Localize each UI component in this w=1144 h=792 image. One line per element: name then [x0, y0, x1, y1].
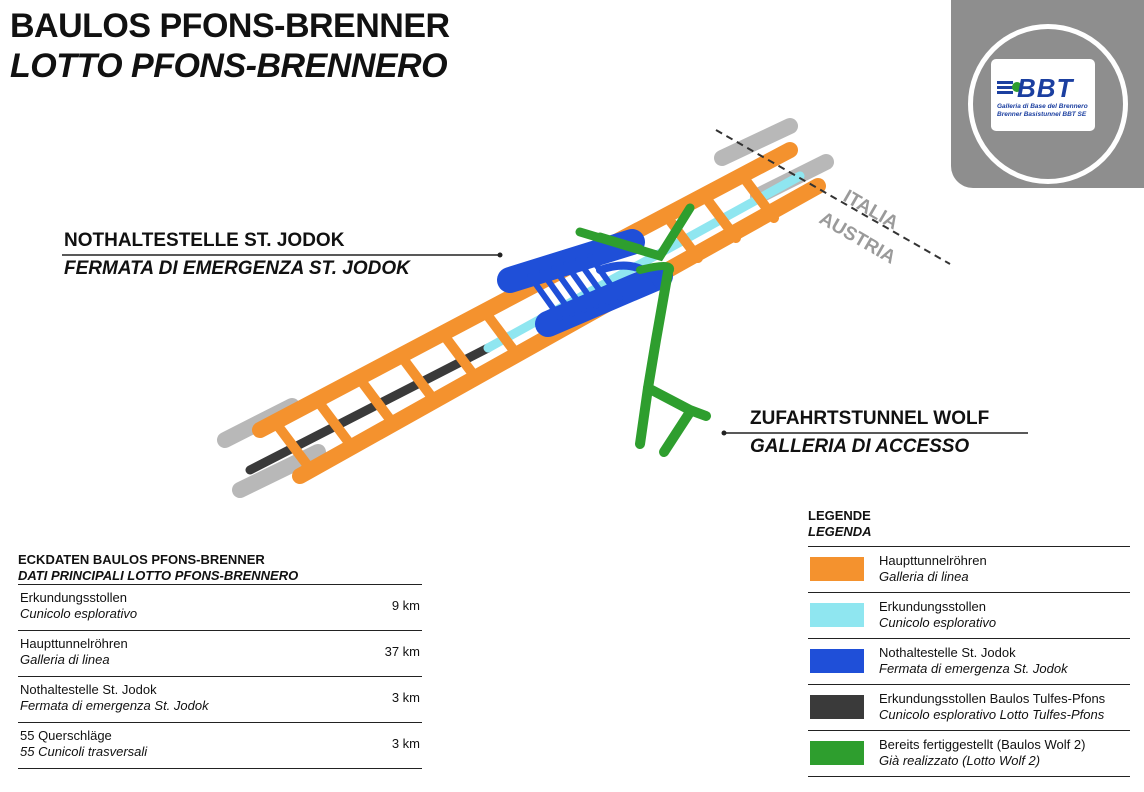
row-value: 3 km: [391, 736, 420, 751]
table-bottom-rule: [18, 768, 422, 769]
legend-label-german: Erkundungsstollen: [879, 599, 986, 614]
legend-label-italian: Cunicolo esplorativo: [879, 615, 997, 630]
access-tunnel-wolf: [575, 203, 711, 457]
logo-subtitle-line1: Galleria di Base del Brennero: [997, 103, 1088, 110]
key-data-heading-italian: DATI PRINCIPALI LOTTO PFONS-BRENNERO: [18, 568, 299, 583]
key-data-heading-german: ECKDATEN BAULOS PFONS-BRENNER: [18, 552, 265, 567]
callout-access-tunnel: ZUFAHRTSTUNNEL WOLF GALLERIA DI ACCESSO: [750, 405, 989, 461]
emergency-station: [497, 229, 673, 337]
legend-swatch-tulfes-pfons: [810, 695, 864, 719]
legend-heading-german: LEGENDE: [808, 508, 871, 523]
row-label-german: Erkundungsstollen: [20, 590, 127, 605]
logo-brand: BBT: [1017, 73, 1074, 103]
legend-label-italian: Cunicolo esplorativo Lotto Tulfes-Pfons: [879, 707, 1105, 722]
row-label-german: 55 Querschläge: [20, 728, 112, 743]
legend-label-german: Erkundungsstollen Baulos Tulfes-Pfons: [879, 691, 1106, 706]
title-german: BAULOS PFONS-BRENNER: [10, 7, 450, 45]
row-label-italian: Fermata di emergenza St. Jodok: [20, 698, 209, 713]
row-label-italian: Cunicolo esplorativo: [20, 606, 138, 621]
row-value: 9 km: [391, 598, 420, 613]
station-leader-dot: [497, 252, 503, 258]
legend-label-german: Bereits fertiggestellt (Baulos Wolf 2): [879, 737, 1086, 752]
tunnel-diagram: ITALIA AUSTRIA: [62, 118, 1028, 498]
callout-emergency-station: NOTHALTESTELLE ST. JODOK FERMATA DI EMER…: [64, 227, 410, 283]
callout-access-italian: GALLERIA DI ACCESSO: [750, 436, 970, 457]
key-data-heading: ECKDATEN BAULOS PFONS-BRENNER DATI PRINC…: [18, 552, 422, 584]
row-label-italian: 55 Cunicoli trasversali: [20, 744, 148, 759]
logo-panel: BBT Galleria di Base del Brennero Brenne…: [951, 0, 1144, 188]
title-italian: LOTTO PFONS-BRENNERO: [10, 47, 448, 85]
legend-swatch-emergency-station: [810, 649, 864, 673]
legend-bottom-rule: [808, 776, 1130, 777]
row-value: 3 km: [391, 690, 420, 705]
legend-swatch-exploratory-tunnel: [810, 603, 864, 627]
row-label-german: Haupttunnelröhren: [20, 636, 128, 651]
legend-label-italian: Già realizzato (Lotto Wolf 2): [879, 753, 1041, 768]
logo-subtitle-line2: Brenner Basistunnel BBT SE: [997, 111, 1087, 118]
legend-label-italian: Galleria di linea: [879, 569, 969, 584]
access-leader-dot: [721, 430, 727, 436]
page-title: BAULOS PFONS-BRENNER LOTTO PFONS-BRENNER…: [10, 6, 450, 86]
main-tunnels: [252, 142, 826, 484]
bbt-logo: BBT Galleria di Base del Brennero Brenne…: [991, 59, 1095, 131]
legend-heading: LEGENDE LEGENDA: [808, 508, 1130, 546]
callout-station-italian: FERMATA DI EMERGENZA ST. JODOK: [64, 258, 410, 279]
row-value: 37 km: [384, 644, 420, 659]
legend-heading-italian: LEGENDA: [808, 524, 872, 539]
legend-item: Bereits fertiggestellt (Baulos Wolf 2)Gi…: [808, 730, 1130, 776]
legend-label-german: Nothaltestelle St. Jodok: [879, 645, 1016, 660]
main-tunnel-west: [252, 142, 798, 438]
row-label-german: Nothaltestelle St. Jodok: [20, 682, 157, 697]
legend-swatch-completed: [810, 741, 864, 765]
legend-label-italian: Fermata di emergenza St. Jodok: [879, 661, 1068, 676]
legend-label-german: Haupttunnelröhren: [879, 553, 987, 568]
callout-access-german: ZUFAHRTSTUNNEL WOLF: [750, 408, 990, 429]
row-label-italian: Galleria di linea: [20, 652, 110, 667]
logo-ring: BBT Galleria di Base del Brennero Brenne…: [968, 24, 1128, 184]
key-data-table: ECKDATEN BAULOS PFONS-BRENNER DATI PRINC…: [18, 552, 422, 769]
logo-marks-icon: [997, 81, 1022, 94]
logo-subtitle: Galleria di Base del Brennero Brenner Ba…: [997, 103, 1088, 119]
callout-station-german: NOTHALTESTELLE ST. JODOK: [64, 230, 345, 251]
legend-swatch-main-tunnel: [810, 557, 864, 581]
